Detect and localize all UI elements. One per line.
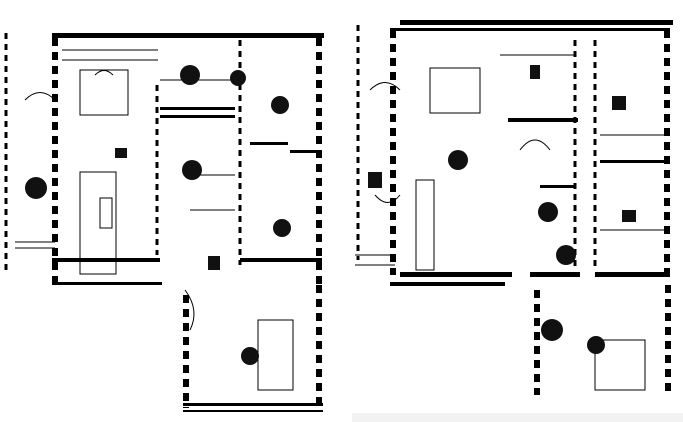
exterior-walls: [390, 20, 673, 395]
column-markers: [368, 65, 636, 354]
floor-plan-left: [4, 33, 324, 412]
column-markers: [25, 65, 291, 365]
floor-plan-right: [355, 20, 673, 395]
furniture: [369, 67, 646, 391]
furniture: [24, 69, 294, 391]
exterior-walls: [52, 33, 324, 412]
footer-strip: [352, 413, 683, 422]
interior-walls: [355, 25, 667, 270]
